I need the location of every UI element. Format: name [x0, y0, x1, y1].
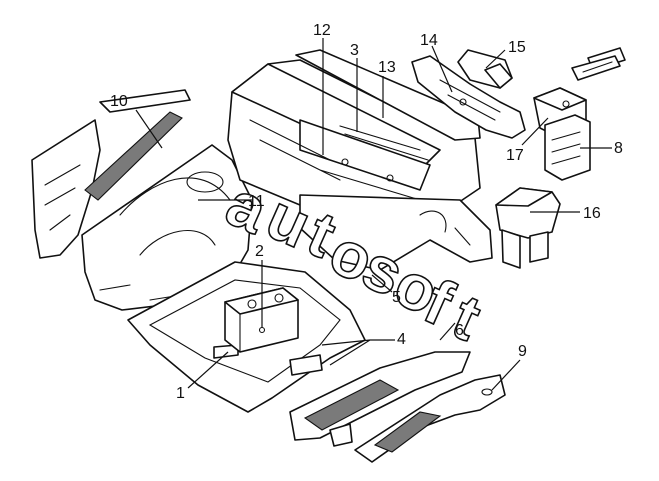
leader-4	[321, 339, 395, 366]
callout-6: 6	[455, 322, 464, 339]
callout-11: 11	[248, 193, 265, 210]
leader-6	[439, 322, 456, 341]
leader-15	[485, 49, 506, 69]
part-5-cross-member	[299, 194, 493, 271]
leader-14	[431, 45, 453, 93]
callout-numbers: 1 2 3 4 5 6 8 9 10 11 12 13 14 15 16 17	[110, 22, 623, 402]
callout-10: 10	[110, 93, 128, 110]
part-15-reservoir	[457, 49, 513, 89]
leader-lines	[135, 38, 612, 391]
callout-8: 8	[614, 140, 623, 157]
callout-16: 16	[583, 205, 601, 222]
callout-9: 9	[518, 343, 527, 360]
part-14-bracket	[411, 55, 526, 139]
callout-15: 15	[508, 39, 526, 56]
leader-5	[371, 274, 393, 293]
callout-5: 5	[392, 289, 401, 306]
callout-4: 4	[397, 331, 406, 348]
part-grille-piece	[571, 47, 626, 81]
callout-2: 2	[255, 243, 264, 260]
part-10-wheel-arch-panel	[31, 89, 191, 259]
leader-9	[491, 359, 521, 391]
callout-14: 14	[420, 32, 438, 49]
callout-3: 3	[350, 42, 359, 59]
part-17-8-control-unit	[533, 87, 591, 181]
callout-13: 13	[378, 59, 396, 76]
leader-17	[521, 117, 549, 146]
callout-12: 12	[313, 22, 331, 39]
part-9-rear-rail	[354, 374, 506, 463]
leader-10	[135, 109, 163, 149]
part-16-bracket	[495, 187, 561, 269]
parts-3-12-13-cowl-assembly	[227, 49, 481, 226]
callout-17: 17	[506, 147, 524, 164]
leader-1	[187, 351, 229, 389]
part-6-floor-rail	[289, 351, 471, 447]
callout-1: 1	[176, 385, 185, 402]
